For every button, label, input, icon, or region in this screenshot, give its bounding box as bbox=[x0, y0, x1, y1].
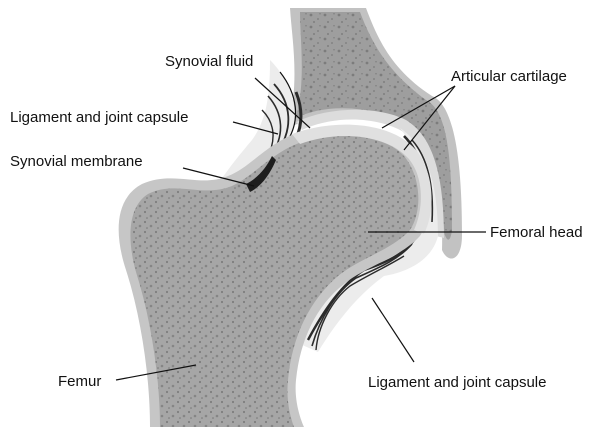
label-synovial-membrane: Synovial membrane bbox=[10, 153, 143, 170]
label-ligament-capsule-lower: Ligament and joint capsule bbox=[368, 374, 546, 391]
label-femur: Femur bbox=[58, 373, 101, 390]
label-synovial-fluid: Synovial fluid bbox=[165, 53, 253, 70]
leader-ligament-lower bbox=[372, 298, 414, 362]
label-articular-cartilage: Articular cartilage bbox=[451, 68, 567, 85]
label-ligament-capsule-upper: Ligament and joint capsule bbox=[10, 109, 188, 126]
label-femoral-head: Femoral head bbox=[490, 224, 583, 241]
